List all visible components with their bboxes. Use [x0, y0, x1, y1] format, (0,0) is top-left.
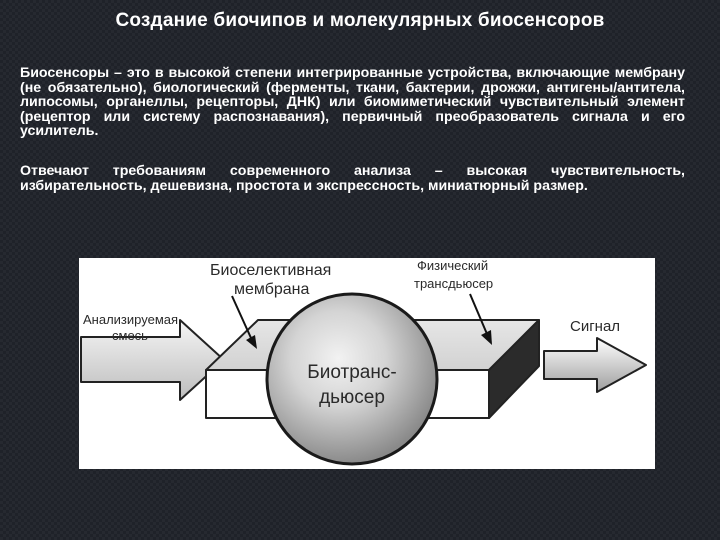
input-label-line2: смесь — [112, 328, 148, 343]
membrane-label-line2: мембрана — [234, 281, 310, 298]
biosensor-definition-paragraph: Биосенсоры – это в высокой степени интег… — [20, 65, 685, 139]
requirements-paragraph: Отвечают требованиям современного анализ… — [20, 163, 685, 194]
output-label: Сигнал — [570, 318, 620, 335]
input-arrow — [80, 319, 225, 401]
biosensor-diagram: Биоселективная мембрана Физический транс… — [79, 258, 655, 469]
input-label-line1: Анализируемая — [83, 312, 178, 327]
transducer-label-line1: Физический — [417, 258, 488, 273]
biotransducer-label-line1: Биотранс- — [307, 362, 396, 383]
slide-title: Создание биочипов и молекулярных биосенс… — [115, 10, 605, 31]
output-arrow — [543, 337, 647, 393]
transducer-label-line2: трансдьюсер — [414, 276, 493, 291]
transducer-pointer — [469, 293, 492, 345]
membrane-label-line1: Биоселективная — [210, 262, 331, 279]
biotransducer-label-line2: дьюсер — [319, 387, 385, 408]
biotransducer-sphere — [265, 292, 439, 466]
membrane-pointer — [231, 295, 257, 349]
